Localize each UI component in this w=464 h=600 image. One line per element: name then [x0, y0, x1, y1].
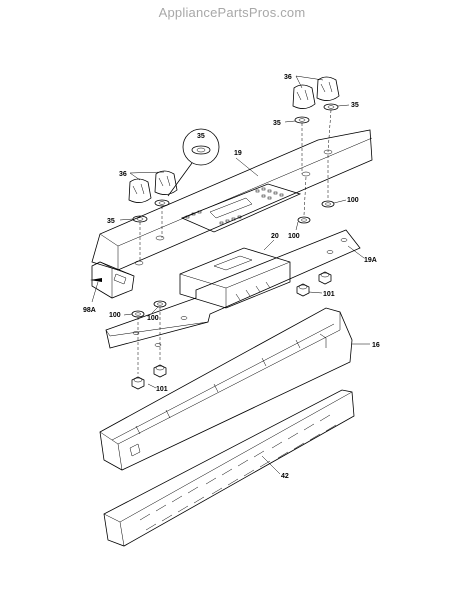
callout-19: 19: [234, 150, 242, 157]
callout-100-left-a: 100: [109, 312, 121, 319]
nut-101-right-1: [296, 283, 310, 297]
callout-101-left: 101: [156, 386, 168, 393]
knob-left-2: [154, 170, 178, 195]
knob-right-1: [292, 84, 316, 109]
watermark-text: AppliancePartsPros.com: [158, 5, 306, 20]
callout-101-right: 101: [323, 291, 335, 298]
trim-end-98a: [91, 261, 135, 299]
knob-right-2: [316, 76, 340, 101]
callout-100-mid: 100: [288, 233, 300, 240]
callout-35-left: 35: [107, 218, 115, 225]
washer-35-left-2: [154, 199, 170, 207]
mounting-bracket-19a: [105, 229, 361, 349]
callout-19a: 19A: [364, 257, 377, 264]
washer-100-left-b: [153, 300, 167, 308]
callout-100-right: 100: [347, 197, 359, 204]
leader-36-right: [295, 75, 324, 89]
callout-35-right-mid: 35: [273, 120, 281, 127]
washer-100-right: [321, 200, 335, 208]
callout-20: 20: [271, 233, 279, 240]
callout-35-detail: 35: [197, 133, 205, 140]
control-panel-trim-16: [99, 307, 353, 471]
knob-left-1: [128, 178, 152, 203]
callout-36-right: 36: [284, 74, 292, 81]
callout-98a: 98A: [83, 307, 96, 314]
washer-35-right-mid: [294, 116, 310, 124]
nut-101-left-1: [131, 376, 145, 390]
vent-trim-42: [103, 389, 355, 547]
callout-36-left: 36: [119, 171, 127, 178]
control-panel-19: [91, 129, 373, 271]
washer-100-left-a: [131, 310, 145, 318]
callout-35-right-top: 35: [351, 102, 359, 109]
nut-101-left-2: [153, 364, 167, 378]
arrow-98a: [90, 278, 102, 282]
callout-100-left-b: 100: [147, 315, 159, 322]
detail-circle-35: [167, 128, 220, 197]
washer-100-mid: [297, 216, 311, 224]
electronic-control-board-20: [179, 247, 291, 309]
washer-35-right-top: [323, 103, 339, 111]
callout-42: 42: [281, 473, 289, 480]
callout-16: 16: [372, 342, 380, 349]
nut-101-right-2: [318, 271, 332, 285]
